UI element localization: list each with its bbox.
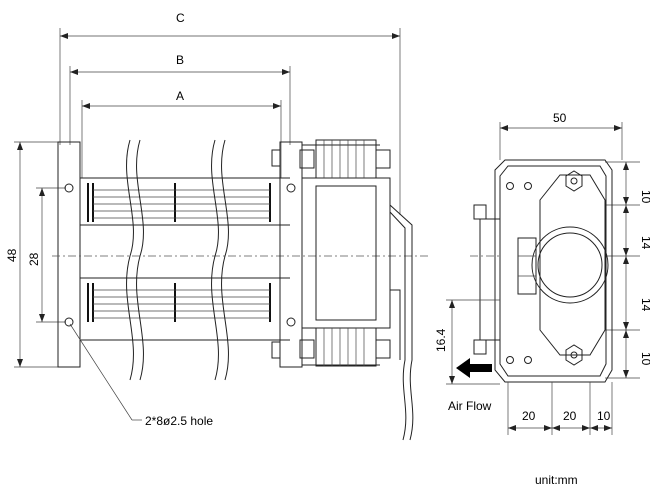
left-end-plate bbox=[57, 141, 81, 368]
label-right-14-lower: 14 bbox=[639, 298, 650, 312]
label-air-offset: 16.4 bbox=[434, 328, 448, 352]
break-lines bbox=[126, 139, 229, 381]
right-end-plate bbox=[271, 141, 303, 368]
dimension-a: A bbox=[81, 89, 282, 178]
impeller-blades-upper bbox=[87, 183, 271, 222]
terminal-bracket bbox=[470, 204, 501, 355]
dimension-b: B bbox=[69, 53, 291, 145]
label-c: C bbox=[176, 11, 185, 25]
end-view: 50 10 14 14 10 bbox=[434, 111, 650, 435]
impeller-blades-lower bbox=[87, 283, 271, 322]
lead-wires bbox=[389, 204, 414, 441]
dimension-48: 48 bbox=[5, 141, 60, 368]
label-right-14-upper: 14 bbox=[639, 236, 650, 250]
label-b: B bbox=[176, 53, 184, 67]
label-a: A bbox=[176, 89, 184, 103]
dimension-50: 50 bbox=[499, 111, 623, 160]
label-bottom-20-left: 20 bbox=[522, 409, 536, 423]
motor-assembly bbox=[299, 139, 391, 367]
unit-note: unit:mm bbox=[535, 473, 578, 487]
dimension-bottom-stack: 20 20 10 bbox=[507, 382, 613, 435]
air-flow-label: Air Flow bbox=[448, 399, 492, 413]
motor-end-plate bbox=[494, 159, 613, 383]
dimension-28: 28 bbox=[27, 187, 66, 323]
hole-note: 2*8ø2.5 hole bbox=[145, 414, 213, 428]
dimension-right-stack: 10 14 14 10 bbox=[605, 161, 650, 379]
label-50: 50 bbox=[553, 111, 567, 125]
side-view: C B A 48 bbox=[5, 11, 430, 441]
air-flow-arrow: Air Flow bbox=[448, 358, 492, 413]
label-bottom-20-mid: 20 bbox=[563, 409, 577, 423]
impeller-housing bbox=[52, 177, 430, 341]
label-right-10-top: 10 bbox=[639, 190, 650, 204]
dimension-c: C bbox=[59, 11, 401, 215]
label-right-10-bottom: 10 bbox=[639, 352, 650, 366]
hole-callout: 2*8ø2.5 hole bbox=[69, 323, 213, 428]
label-bottom-10: 10 bbox=[597, 409, 611, 423]
dimension-air-offset: 16.4 bbox=[434, 299, 500, 385]
label-48: 48 bbox=[5, 248, 19, 262]
label-28: 28 bbox=[27, 252, 41, 266]
